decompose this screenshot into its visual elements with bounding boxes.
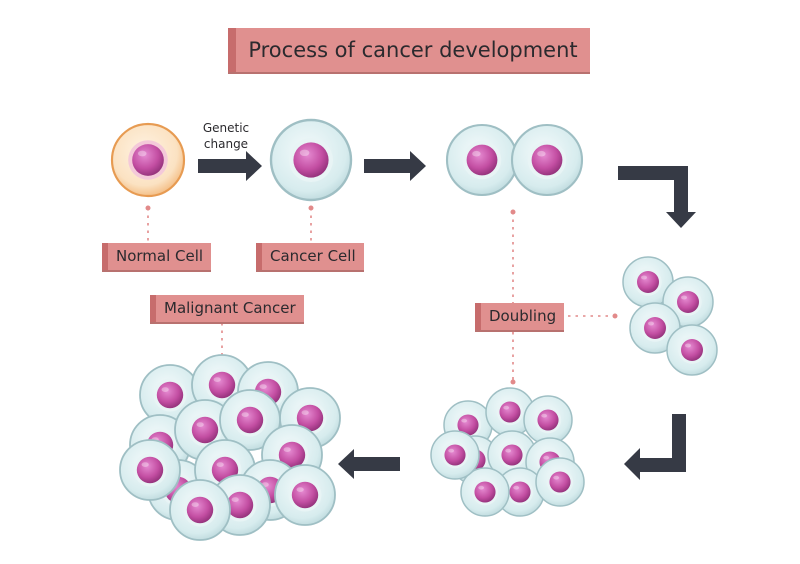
malignant-mass-cell-12 xyxy=(274,464,336,526)
cluster-four-cell-1 xyxy=(622,256,674,308)
connector-lines xyxy=(147,208,615,382)
cancer-cell-label: Cancer Cell xyxy=(256,243,364,270)
genetic-change-line-2: change xyxy=(203,137,249,151)
dividing-cell-left xyxy=(445,123,519,197)
cluster-four-cell-4 xyxy=(666,324,718,376)
doubling-label: Doubling xyxy=(475,303,565,330)
malignant-mass-cell-13 xyxy=(119,439,181,501)
malignant-mass-cell-15 xyxy=(169,479,231,541)
malignant-cancer-label: Malignant Cancer xyxy=(150,295,304,322)
cell-illustrations xyxy=(110,118,718,541)
arrow-to-doubling-icon xyxy=(364,151,426,181)
normal-cell-illustration xyxy=(110,122,186,198)
arrow-genetic-change-icon xyxy=(198,151,262,181)
malignant-mass-cell-7 xyxy=(219,389,281,451)
cluster-medium-cell-9 xyxy=(460,467,510,517)
genetic-change-line-1: Genetic xyxy=(202,121,250,135)
cancer-cell-illustration xyxy=(269,118,353,202)
cluster-medium-cell-10 xyxy=(430,430,480,480)
genetic-change-caption: Genetic change xyxy=(200,120,252,152)
arrows xyxy=(198,151,696,480)
arrow-to-malignant-icon xyxy=(338,449,400,479)
cluster-medium-cell-7 xyxy=(495,467,545,517)
normal-cell-label: Normal Cell xyxy=(102,243,212,270)
arrow-corner-left-icon xyxy=(624,414,686,480)
cluster-medium-cell-8 xyxy=(535,457,585,507)
cluster-medium-cell-3 xyxy=(523,395,573,445)
arrow-corner-down-icon xyxy=(618,166,696,228)
cluster-four-cell-3 xyxy=(629,302,681,354)
dividing-cell-right xyxy=(510,123,584,197)
page-title: Process of cancer development xyxy=(228,28,590,72)
cluster-medium-cell-2 xyxy=(485,387,535,437)
